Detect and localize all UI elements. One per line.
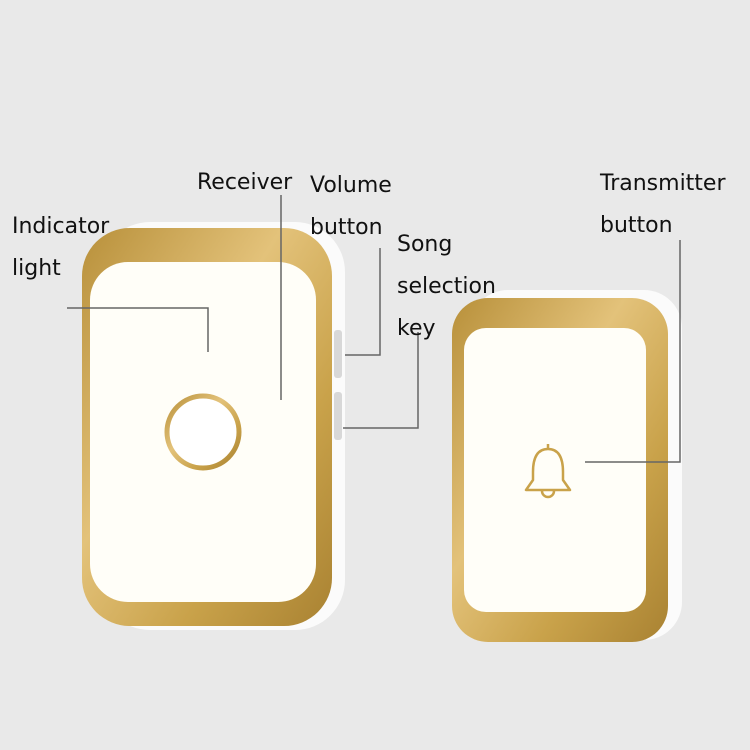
- receiver-device: [82, 222, 345, 630]
- transmitter-callout-line: [585, 240, 681, 463]
- volume-button[interactable]: [334, 330, 342, 378]
- transmitter-button[interactable]: [464, 328, 646, 612]
- song-label-2: selection: [397, 274, 496, 299]
- transmitter-label-2: button: [600, 213, 673, 238]
- indicator-label-2: light: [12, 256, 61, 281]
- indicator-label: Indicator: [12, 214, 110, 239]
- song-label: Song: [397, 232, 452, 257]
- song-callout-line: [343, 332, 419, 429]
- bell-icon: [524, 444, 572, 499]
- receiver-label: Receiver: [197, 170, 293, 195]
- transmitter-device: [452, 290, 682, 642]
- song-label-3: key: [397, 316, 436, 341]
- volume-label-2: button: [310, 215, 383, 240]
- transmitter-label: Transmitter: [599, 171, 726, 196]
- volume-label: Volume: [310, 173, 392, 198]
- indicator-callout-line: [67, 307, 209, 352]
- song-selection-key[interactable]: [334, 392, 342, 440]
- volume-callout-line: [345, 248, 381, 356]
- indicator-light: [164, 393, 242, 471]
